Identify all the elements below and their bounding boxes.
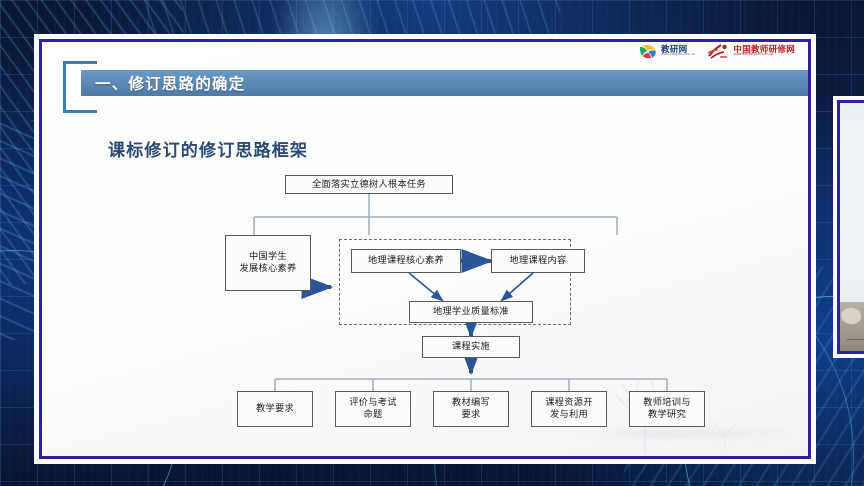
jiaoyanwang-logo: 教研网 www.jiaoyan.com.cn [638,44,695,59]
slide-canvas: 教研网 www.jiaoyan.com.cn [39,39,811,459]
node-geography-core-literacy[interactable]: 地理课程核心素养 [351,249,461,273]
node-teacher-training[interactable]: 教师培训与 教学研究 [629,391,705,427]
title-bracket-decoration [63,61,97,113]
teacherclub-logo: 中国教师研修网 www.teacherclub.com.cn [707,43,795,59]
title-bar: 一、修订思路的确定 [81,70,811,96]
node-evaluation-exam-line1: 评价与考试 [349,397,397,408]
connector-lines [253,194,668,391]
node-student-literacy-line1: 中国学生 [249,251,287,262]
node-textbook-writing-line2: 要求 [461,409,481,419]
teacherclub-url: www.teacherclub.com.cn [733,52,774,57]
node-student-literacy-line2: 发展核心素养 [239,263,297,273]
jiaoyanwang-url: www.jiaoyan.com.cn [661,52,696,57]
slide-title-block: 一、修订思路的确定 [63,61,811,113]
watermark-ground [575,429,785,439]
fan-leaf-icon [638,44,657,59]
jiaoyanwang-name: 教研网 [661,43,688,54]
node-student-literacy[interactable]: 中国学生 发展核心素养 [225,235,311,291]
node-teacher-training-line2: 教学研究 [648,409,686,419]
node-course-resources-line2: 发与利用 [550,409,588,419]
teacherclub-name: 中国教师研修网 [733,43,795,54]
presenter-cable [847,318,864,340]
dashed-group-region [339,239,571,325]
logo-bar: 教研网 www.jiaoyan.com.cn [638,43,795,59]
red-brush-icon [707,43,729,59]
fanout-connectors [274,378,668,391]
flowchart: 全面落实立德树人根本任务 中国学生 发展核心素养 地理课程核心素养 地理课程内容… [39,39,811,459]
presenter-video-image [837,302,864,354]
presenter-video-feed [837,100,864,354]
node-course-resources-line1: 课程资源开 [545,397,593,408]
node-quality-standard[interactable]: 地理学业质量标准 [409,301,533,323]
node-root[interactable]: 全面落实立德树人根本任务 [285,175,453,194]
slide-frame: 教研网 www.jiaoyan.com.cn [34,34,816,464]
slide-subtitle: 课标修订的修订思路框架 [108,141,309,160]
node-teaching-requirements[interactable]: 教学要求 [237,391,313,427]
node-course-resources[interactable]: 课程资源开 发与利用 [531,391,607,427]
node-evaluation-exam-line2: 命题 [363,409,383,419]
arrow-literacy-to-standard [408,272,444,302]
node-textbook-writing[interactable]: 教材编写 要求 [433,391,509,427]
node-geography-course-content[interactable]: 地理课程内容 [491,249,585,273]
page-title: 一、修订思路的确定 [95,76,246,93]
presenter-video-panel[interactable] [833,96,864,358]
arrow-content-to-standard [500,272,534,302]
node-evaluation-exam[interactable]: 评价与考试 命题 [335,391,411,427]
node-textbook-writing-line1: 教材编写 [452,397,490,408]
node-teacher-training-line1: 教师培训与 [643,397,691,408]
node-course-implementation[interactable]: 课程实施 [422,336,520,358]
